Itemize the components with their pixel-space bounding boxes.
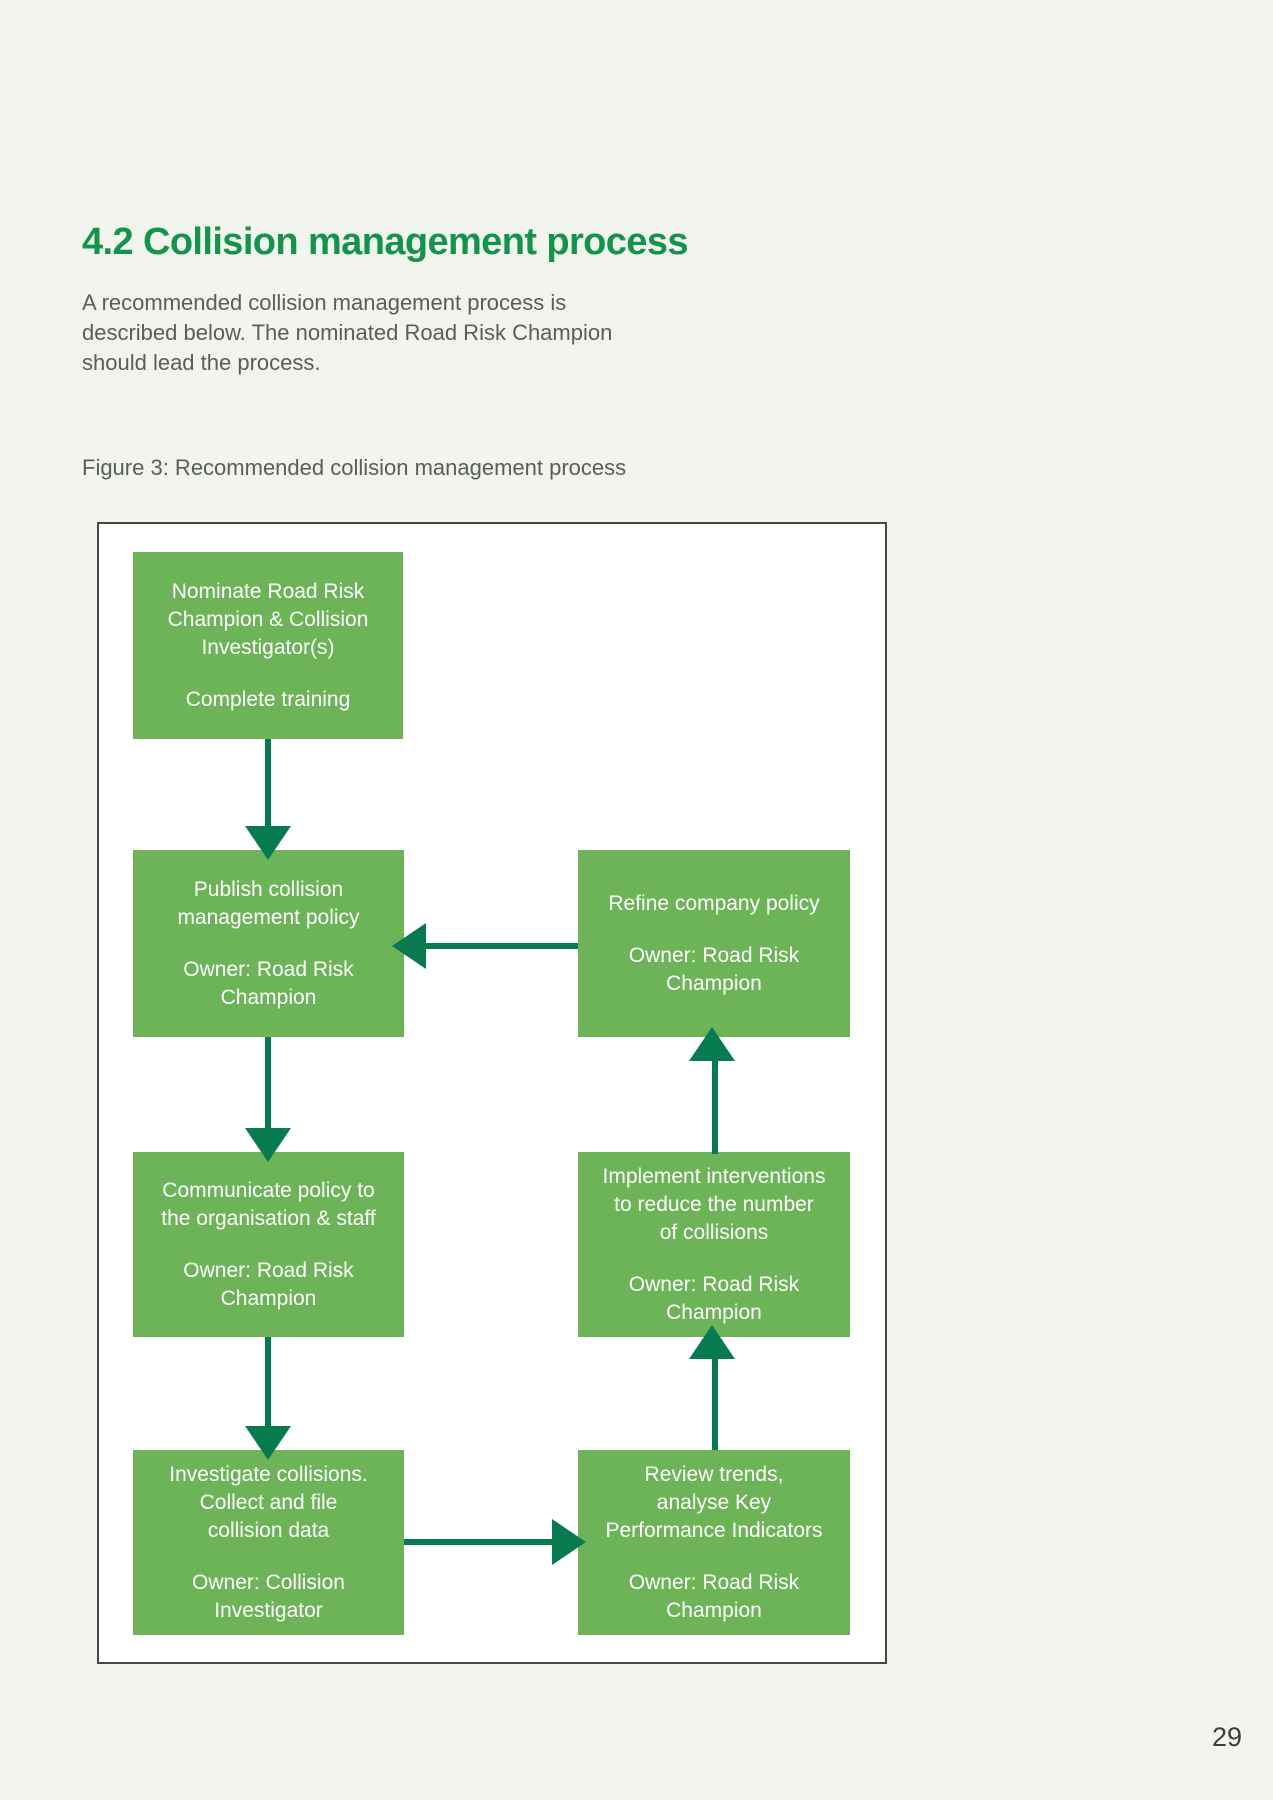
arrow-line bbox=[265, 1037, 271, 1131]
flow-box-sub-text: Owner: Road Risk Champion bbox=[183, 957, 354, 1009]
arrow-up-icon bbox=[689, 1325, 735, 1359]
arrow-line bbox=[712, 1061, 718, 1154]
arrow-up-icon bbox=[689, 1027, 735, 1061]
flow-box-main-text: Review trends, analyse Key Performance I… bbox=[605, 1462, 823, 1542]
arrow-down-icon bbox=[245, 1128, 291, 1162]
flow-box-sub-text: Owner: Road Risk Champion bbox=[628, 943, 800, 995]
flow-box-main-text: Investigate collisions. Collect and file… bbox=[169, 1462, 368, 1542]
flow-box-review: Review trends, analyse Key Performance I… bbox=[578, 1450, 850, 1635]
arrow-left-icon bbox=[392, 923, 426, 969]
arrow-down-icon bbox=[245, 826, 291, 860]
flow-box-main-text: Refine company policy bbox=[608, 891, 820, 915]
arrow-line bbox=[712, 1359, 718, 1450]
flow-box-sub-text: Owner: Road Risk Champion bbox=[183, 1258, 354, 1310]
flow-box-main-text: Publish collision management policy bbox=[177, 877, 360, 929]
flow-box-nominate: Nominate Road Risk Champion & Collision … bbox=[133, 552, 403, 739]
arrow-right-icon bbox=[552, 1519, 586, 1565]
flow-box-sub-text: Owner: Collision Investigator bbox=[192, 1570, 345, 1622]
flow-box-investigate: Investigate collisions. Collect and file… bbox=[133, 1450, 404, 1635]
figure-caption: Figure 3: Recommended collision manageme… bbox=[82, 455, 627, 480]
flow-box-main-text: Implement interventions to reduce the nu… bbox=[602, 1164, 826, 1244]
arrow-line bbox=[426, 943, 578, 949]
flow-box-publish: Publish collision management policy Owne… bbox=[133, 850, 404, 1037]
arrow-line bbox=[265, 739, 271, 831]
flow-box-implement: Implement interventions to reduce the nu… bbox=[578, 1152, 850, 1337]
flow-box-sub-text: Owner: Road Risk Champion bbox=[628, 1272, 800, 1324]
intro-paragraph: A recommended collision management proce… bbox=[82, 290, 613, 375]
flow-box-sub-text: Complete training bbox=[185, 687, 351, 711]
page-number: 29 bbox=[1212, 1722, 1243, 1752]
arrow-line bbox=[265, 1337, 271, 1431]
section-title: 4.2 Collision management process bbox=[82, 221, 688, 264]
flow-box-refine: Refine company policy Owner: Road Risk C… bbox=[578, 850, 850, 1037]
flow-box-communicate: Communicate policy to the organisation &… bbox=[133, 1152, 404, 1337]
figure-3-flowchart: Nominate Road Risk Champion & Collision … bbox=[97, 522, 887, 1664]
flow-box-sub-text: Owner: Road Risk Champion bbox=[628, 1570, 800, 1622]
flow-box-main-text: Communicate policy to the organisation &… bbox=[161, 1178, 376, 1230]
arrow-down-icon bbox=[245, 1426, 291, 1460]
flow-box-main-text: Nominate Road Risk Champion & Collision … bbox=[167, 579, 369, 659]
arrow-line bbox=[404, 1539, 556, 1545]
